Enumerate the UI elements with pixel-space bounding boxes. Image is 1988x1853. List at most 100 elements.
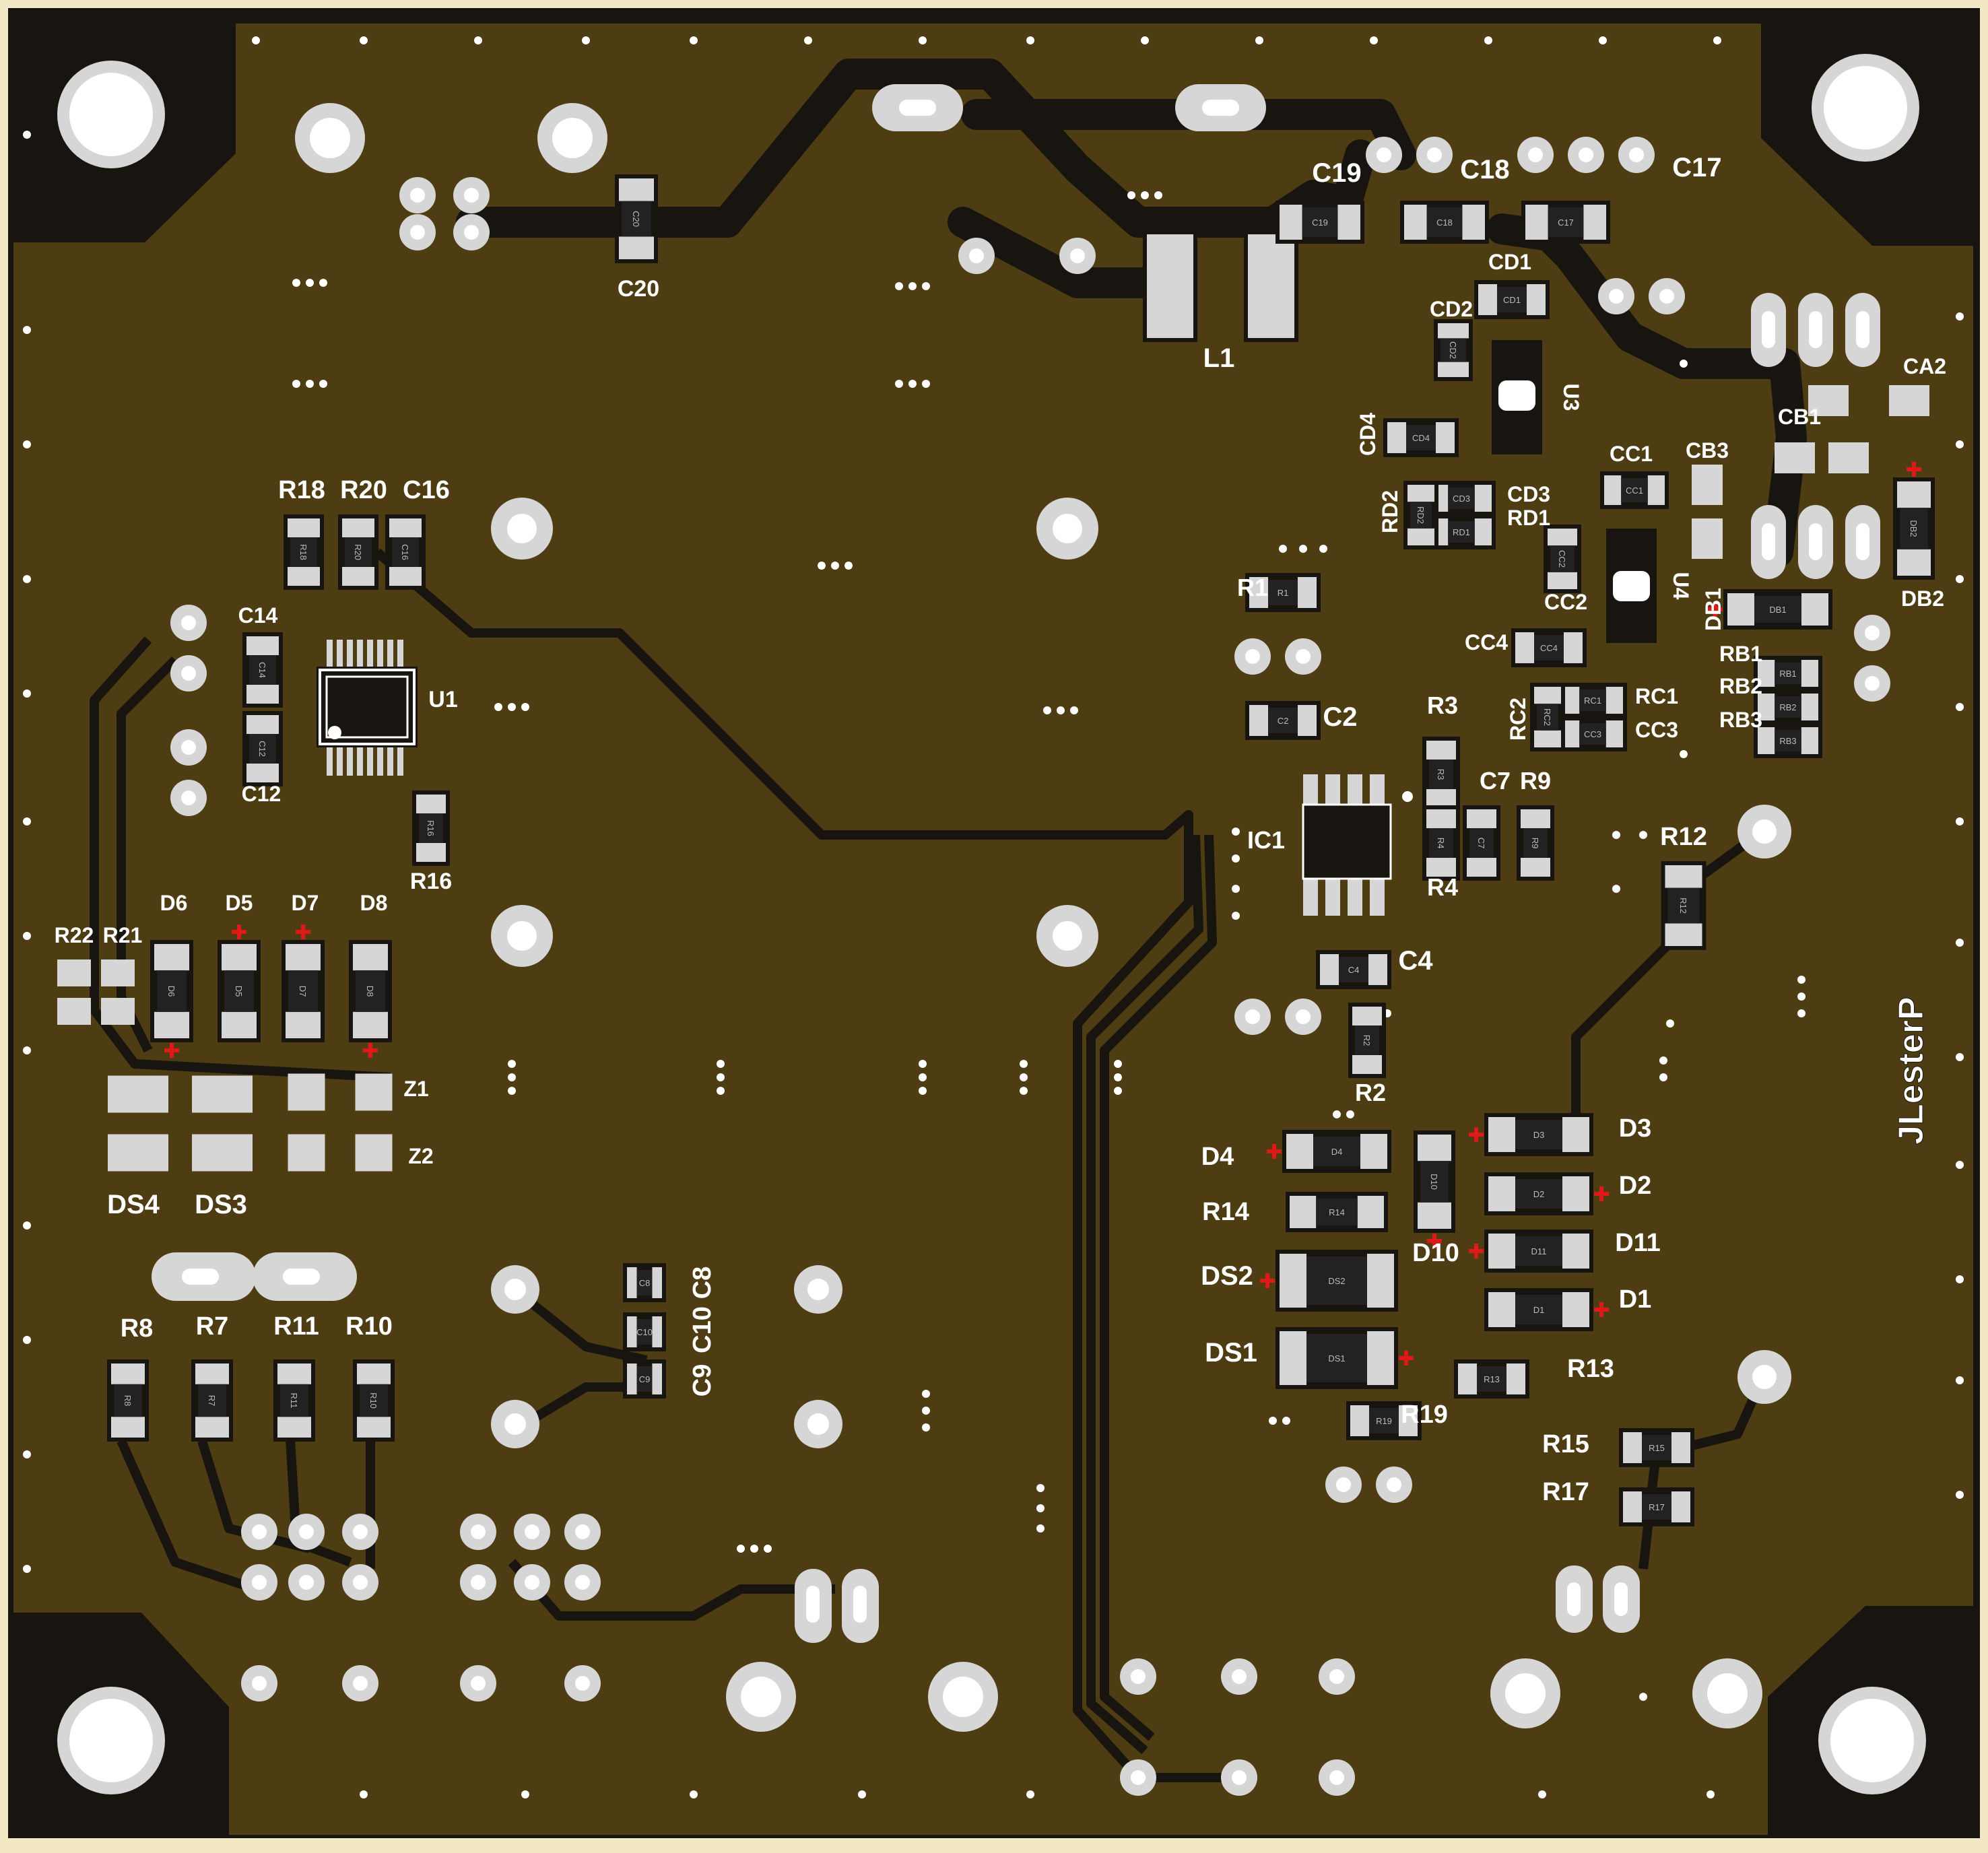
smd-r7: R7 (191, 1359, 233, 1442)
smd-c9: C9 (623, 1359, 666, 1399)
silk-label-c2: C2 (1323, 702, 1357, 732)
silk-label-rc1: RC1 (1635, 684, 1678, 708)
silk-label-d7: D7 (292, 891, 319, 915)
silk-label-d11: D11 (1615, 1229, 1661, 1257)
smd-r8: R8 (107, 1359, 149, 1442)
silk-label-r15: R15 (1542, 1430, 1589, 1458)
smd-rd2: RD2 (1403, 481, 1438, 549)
smd-body-label: R19 (1376, 1416, 1392, 1426)
smd-body-label: R7 (207, 1395, 217, 1407)
smd-body-label: RD2 (1416, 506, 1426, 524)
smd-body-label: C8 (639, 1278, 651, 1288)
silk-label-c14: C14 (238, 603, 278, 628)
smd-d11: D11 (1469, 1229, 1593, 1273)
silk-label-cd3: CD3 (1507, 482, 1550, 506)
silk-label-c17: C17 (1672, 153, 1721, 182)
smd-body-label: C12 (257, 741, 267, 757)
silk-label-z1: Z1 (403, 1077, 428, 1101)
smd-body-label: R20 (353, 544, 363, 560)
silk-label-r20: R20 (340, 476, 387, 504)
smd-body-label: CC4 (1540, 643, 1558, 653)
silk-label-c7: C7 (1480, 767, 1511, 795)
silk-label-c10: C10 (688, 1306, 717, 1353)
smd-body-label: R18 (298, 544, 308, 560)
smd-body-label: D5 (234, 986, 244, 997)
silk-label-r8: R8 (121, 1314, 154, 1343)
smd-body-label: RB1 (1779, 669, 1796, 679)
smd-cd2: CD2 (1434, 319, 1473, 381)
silk-label-ic1: IC1 (1247, 826, 1285, 854)
smd-d10: D10 (1414, 1131, 1455, 1248)
smd-c7: C7 (1463, 805, 1500, 881)
silk-label-rb1: RB1 (1719, 642, 1762, 666)
smd-body-label: DS2 (1328, 1276, 1345, 1286)
smd-body-label: CD3 (1453, 494, 1470, 504)
silk-label-r16: R16 (410, 869, 452, 894)
smd-d3: D3 (1469, 1113, 1593, 1156)
silk-label-c8: C8 (688, 1267, 717, 1300)
square-pad (101, 959, 135, 986)
smd-c8: C8 (623, 1263, 666, 1302)
smd-d7: D7 (281, 924, 325, 1042)
silk-label-rd2: RD2 (1378, 490, 1402, 533)
smd-body-label: D6 (166, 986, 176, 997)
silk-label-r4: R4 (1427, 873, 1458, 901)
smd-rb2: RB2 (1754, 689, 1822, 725)
silk-label-r2: R2 (1355, 1079, 1386, 1106)
silk-label-rb2: RB2 (1719, 674, 1762, 698)
oval-pads (152, 84, 1880, 1643)
smd-body-label: R15 (1649, 1443, 1665, 1453)
square-pad (1828, 442, 1869, 473)
smd-db2: DB2 (1893, 462, 1935, 580)
silk-label-d3: D3 (1619, 1114, 1652, 1143)
square-pad (1889, 385, 1929, 416)
ic-u4 (1606, 529, 1657, 643)
silk-label-c19: C19 (1312, 158, 1361, 188)
square-pad (1692, 518, 1723, 559)
silk-label-r17: R17 (1542, 1478, 1589, 1506)
silk-label-db1: DB1 (1701, 588, 1725, 631)
smd-body-label: C2 (1278, 716, 1289, 726)
silk-label-z2: Z2 (408, 1144, 433, 1168)
silk-label-cc1: CC1 (1610, 442, 1653, 466)
silk-label-cb1: CB1 (1778, 405, 1821, 429)
smd-ds2: DS2 (1260, 1250, 1398, 1312)
silk-label-ds4: DS4 (107, 1190, 160, 1219)
smd-body-label: CD2 (1448, 341, 1458, 359)
smd-body-label: R10 (368, 1392, 378, 1409)
ic-u1 (317, 667, 418, 747)
smd-c19: C19 (1275, 201, 1364, 244)
small-round-pads (170, 137, 1890, 1796)
square-pad (355, 1073, 393, 1111)
smd-body-label: C9 (639, 1374, 651, 1384)
smd-body-label: D8 (365, 986, 375, 997)
smd-body-label: R11 (289, 1393, 299, 1409)
silk-label-d6: D6 (160, 891, 188, 915)
square-pad (101, 998, 135, 1025)
smd-rb1: RB1 (1754, 656, 1822, 691)
smd-r1: R1 (1245, 573, 1321, 612)
square-pad (57, 959, 91, 986)
silk-label-cd4: CD4 (1356, 413, 1380, 456)
silk-label-ds2: DS2 (1201, 1261, 1253, 1291)
silk-label-r13: R13 (1567, 1355, 1614, 1383)
smd-body-label: C14 (257, 662, 267, 678)
silk-label-cc4: CC4 (1465, 630, 1508, 654)
silk-label-r19: R19 (1401, 1401, 1448, 1429)
silk-label-r1: R1 (1237, 574, 1268, 601)
smd-body-label: R14 (1329, 1207, 1345, 1217)
smd-body-label: R16 (426, 820, 436, 836)
silk-label-cb3: CB3 (1686, 438, 1729, 463)
smd-body-label: R2 (1362, 1035, 1372, 1046)
smd-body-label: R9 (1530, 838, 1540, 849)
square-pad (288, 1073, 325, 1111)
silk-label-r14: R14 (1202, 1198, 1249, 1226)
smd-body-label: D10 (1429, 1174, 1439, 1190)
smd-body-label: RB3 (1779, 736, 1796, 746)
smd-d6: D6 (150, 940, 193, 1058)
silk-label-d10: D10 (1412, 1239, 1459, 1267)
square-pad (1692, 465, 1723, 505)
smd-body-label: D2 (1533, 1189, 1545, 1199)
smd-db1: DB1 (1708, 589, 1832, 630)
